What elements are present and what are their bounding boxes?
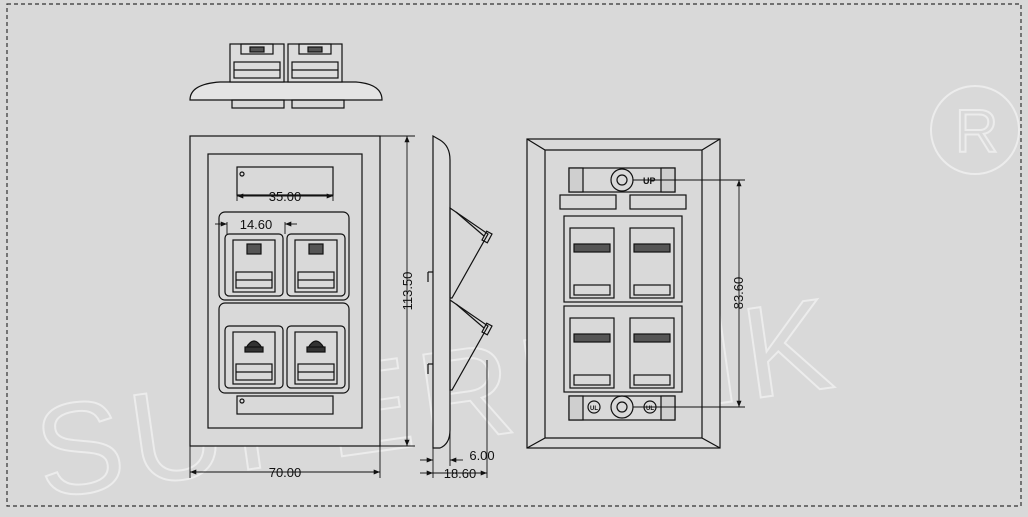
phone-jack-2	[286, 325, 346, 389]
rear-up-mark: UP	[643, 176, 656, 186]
rear-jack-grid	[563, 215, 683, 393]
dim-jack-pitch: 14.60	[240, 217, 273, 232]
dim-plate-width: 70.00	[269, 465, 302, 480]
registered-mark-circle	[930, 85, 1020, 175]
top-view	[189, 43, 383, 109]
rear-ul-mark-left: UL	[590, 406, 598, 412]
top-jack-right	[287, 43, 343, 83]
dim-window-width: 35.00	[269, 189, 302, 204]
rear-plate-bevel	[526, 138, 721, 449]
data-jack-2	[286, 233, 346, 297]
top-jack-left	[229, 43, 285, 83]
front-view	[189, 135, 381, 447]
front-plate-inner	[207, 153, 363, 429]
front-plate-outline	[189, 135, 381, 447]
rear-dimensions	[633, 179, 745, 408]
side-view	[427, 134, 493, 449]
side-dimensions	[420, 360, 488, 478]
side-jack-lower	[427, 298, 493, 391]
bottom-label-window	[236, 395, 334, 415]
phone-jack-1	[224, 325, 284, 389]
dim-depth-face: 6.00	[469, 448, 494, 463]
dim-depth-total: 18.60	[444, 466, 477, 481]
registered-mark: R	[955, 98, 998, 165]
data-jack-1	[224, 233, 284, 297]
rear-view	[526, 138, 721, 449]
dim-plate-height: 113.50	[400, 272, 415, 311]
side-plate	[432, 134, 451, 449]
drawing-frame	[6, 3, 1022, 507]
lower-jack-module	[218, 302, 350, 394]
dim-mount-spacing: 83.60	[731, 277, 746, 310]
rear-ul-mark-right: UL	[646, 406, 654, 412]
upper-jack-module	[218, 211, 350, 301]
side-jack-upper	[427, 206, 493, 299]
front-dimensions	[189, 135, 415, 478]
